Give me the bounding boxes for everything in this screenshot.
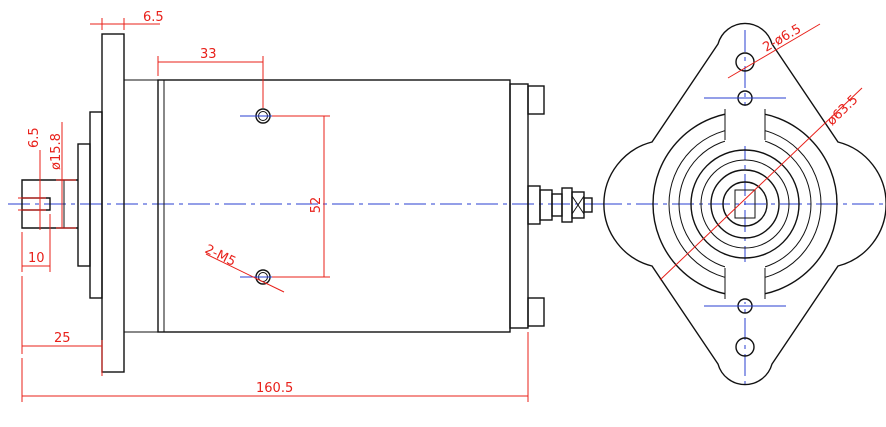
- dim-flange-thickness: 6.5: [90, 10, 164, 30]
- dim-overall-length: 160.5: [21, 332, 529, 402]
- front-boss-inner: [89, 111, 103, 299]
- dim-hole-offset-label: 33: [200, 47, 217, 62]
- dim-mount-holes: 2-ø6.5: [727, 22, 821, 79]
- dim-body-diameter-label: ø63.5: [824, 92, 861, 128]
- boss-ring-mid: [700, 159, 790, 249]
- dim-shaft-diameter-label: ø15.8: [49, 133, 64, 170]
- bearing-ring: [710, 169, 780, 239]
- mount-hole-top: [735, 52, 755, 72]
- terminal-stud: [527, 185, 593, 225]
- dim-hole-offset: 33: [157, 47, 264, 108]
- dim-thread-callout-label: 2-M5: [202, 242, 238, 270]
- shaft-slot-end: [734, 189, 756, 219]
- end-view: 2-ø6.5 ø63.5: [600, 22, 886, 386]
- dim-hole-spacing-label: 52: [309, 197, 324, 214]
- end-cap: [509, 83, 529, 329]
- dim-shaft-projection: 25: [21, 276, 103, 376]
- boss-ring-outer: [690, 149, 800, 259]
- shaft-end: [722, 181, 768, 227]
- dim-thread-callout: 2-M5: [202, 242, 285, 293]
- dim-flange-thickness-label: 6.5: [143, 10, 164, 25]
- dim-shaft-flat: 6.5: [18, 127, 46, 230]
- brush-holder-bottom: [527, 297, 545, 327]
- dim-shaft-flat-label: 6.5: [27, 127, 42, 148]
- dim-shaft-projection-label: 25: [54, 331, 71, 346]
- dim-shaft-diameter: ø15.8: [49, 122, 76, 229]
- dim-shaft-length-label: 10: [28, 251, 45, 266]
- flange-plate: [101, 33, 125, 373]
- dim-shaft-length: 10: [21, 214, 51, 272]
- motor-body: [157, 79, 511, 333]
- dim-overall-length-label: 160.5: [256, 381, 293, 396]
- dim-mount-holes-label: 2-ø6.5: [761, 22, 805, 56]
- dim-hole-spacing: 52: [272, 115, 330, 278]
- front-boss: [77, 143, 91, 267]
- mount-hole-bottom: [735, 337, 755, 357]
- brush-holder-top: [527, 85, 545, 115]
- end-flange-outline: [603, 22, 886, 386]
- side-view: 6.5 33 52 2-M5 6.5: [8, 10, 600, 402]
